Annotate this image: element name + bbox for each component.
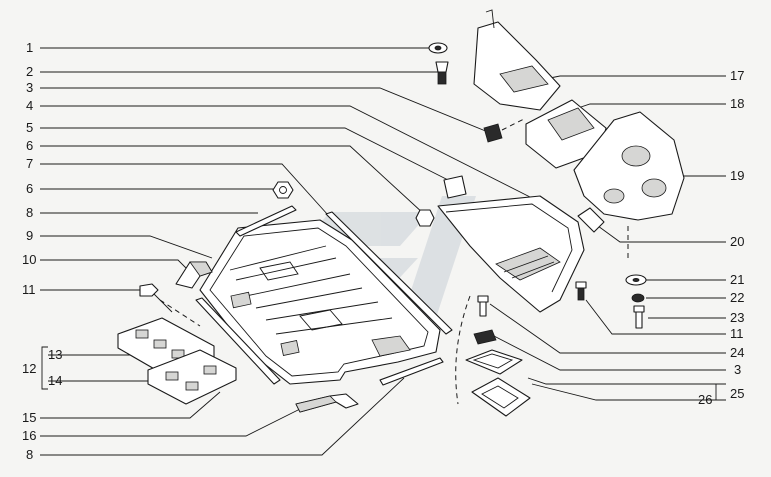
grommet-26 <box>465 349 523 375</box>
mudguard-bracket-18 <box>525 99 607 169</box>
mudguard-19 <box>573 111 685 221</box>
floor-panel <box>199 219 441 385</box>
nut-6-right <box>415 209 435 227</box>
callout-25: 25 <box>730 386 744 401</box>
clip-3-lower <box>473 329 497 345</box>
underbody-shield-5 <box>437 195 585 313</box>
callout-20: 20 <box>730 234 744 249</box>
callouts-right: 17 18 19 20 21 22 23 11 24 3 26 25 <box>698 68 744 407</box>
callout-14: 14 <box>48 373 62 388</box>
mudguard-bracket-17 <box>473 9 561 111</box>
bracket-16 <box>295 393 359 413</box>
callout-13: 13 <box>48 347 62 362</box>
callout-7: 7 <box>26 156 33 171</box>
callout-9: 9 <box>26 228 33 243</box>
callouts-left: 1 2 3 4 5 6 7 6 8 9 10 11 12 13 14 15 16… <box>22 40 62 462</box>
callout-6-nut: 6 <box>26 181 33 196</box>
callout-26: 26 <box>698 392 712 407</box>
cover-panel-14 <box>147 349 237 405</box>
clip-3 <box>483 123 503 143</box>
grommet-25 <box>471 377 531 417</box>
bolt-11-right <box>575 281 587 301</box>
washer-21 <box>625 274 647 286</box>
callout-3-right: 3 <box>734 362 741 377</box>
callout-16: 16 <box>22 428 36 443</box>
callout-22: 22 <box>730 290 744 305</box>
seal-strip-bottom <box>379 357 444 386</box>
nut-22 <box>631 293 645 303</box>
callout-23: 23 <box>730 310 744 325</box>
callout-5: 5 <box>26 120 33 135</box>
callout-17: 17 <box>730 68 744 83</box>
bracket-10 <box>175 261 213 289</box>
bracket-20 <box>577 207 605 233</box>
assembly-line-bolt <box>159 299 201 327</box>
side-rail-left <box>195 297 281 385</box>
leader-lines-left <box>40 47 533 456</box>
callout-15: 15 <box>22 410 36 425</box>
callout-24: 24 <box>730 345 744 360</box>
bolt-11-left <box>139 283 173 313</box>
bracket-4 <box>443 175 467 199</box>
callout-8-bottom: 8 <box>26 447 33 462</box>
callout-18: 18 <box>730 96 744 111</box>
callout-8: 8 <box>26 205 33 220</box>
side-rail-right <box>325 211 453 335</box>
callout-19: 19 <box>730 168 744 183</box>
callout-21: 21 <box>730 272 744 287</box>
seal-strip-top <box>235 205 297 237</box>
nut-6 <box>272 181 294 199</box>
callout-4: 4 <box>26 98 33 113</box>
screw-24 <box>477 295 489 317</box>
callout-11-right: 11 <box>730 326 744 341</box>
bolt-2 <box>435 61 449 85</box>
assembly-line-clip <box>501 117 527 131</box>
callout-6: 6 <box>26 138 33 153</box>
callout-10: 10 <box>22 252 36 267</box>
callout-3: 3 <box>26 80 33 95</box>
divider-line <box>455 295 471 405</box>
callout-1: 1 <box>26 40 33 55</box>
bolt-23 <box>633 305 645 329</box>
washer-1 <box>428 42 448 54</box>
callout-2: 2 <box>26 64 33 79</box>
callout-12: 12 <box>22 361 36 376</box>
callout-11: 11 <box>22 282 36 297</box>
